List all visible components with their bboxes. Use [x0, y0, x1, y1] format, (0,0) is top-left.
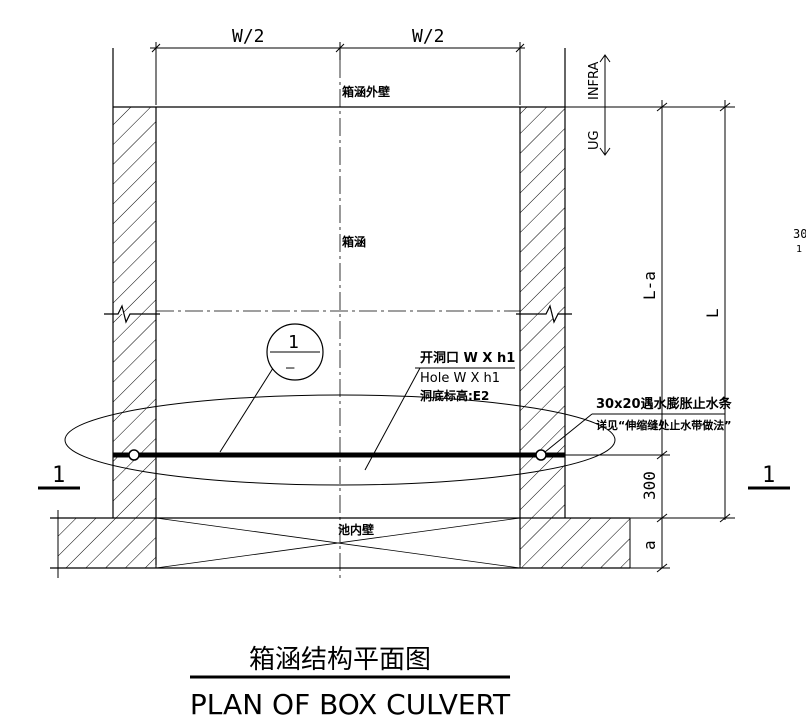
wall-outlines: [112, 48, 566, 565]
right-dimensions: [565, 100, 735, 573]
break-marks: [104, 304, 572, 324]
svg-text:INFRA: INFRA: [587, 61, 602, 100]
section-mark-left: 1: [38, 463, 80, 490]
waterstop-end-left: [128, 449, 140, 461]
label-inner-wall: 池内壁: [338, 522, 374, 537]
waterstop-detail: 详见“伸缩缝处止水带做法”: [596, 418, 731, 432]
title-en: PLAN OF BOX CULVERT: [190, 688, 511, 721]
center-lines: [156, 60, 520, 580]
svg-text:—: —: [286, 360, 295, 376]
detail-callout: 1 —: [219, 323, 324, 453]
svg-text:1: 1: [52, 463, 65, 488]
dim-w2-left: W/2: [232, 26, 265, 47]
dim-L-minus-a: L-a: [640, 271, 659, 300]
dim-cut-partial2: 1: [796, 244, 802, 255]
section-mark-right: 1: [748, 463, 790, 490]
dim-300: 300: [640, 471, 659, 500]
label-culvert: 箱涵: [342, 234, 366, 249]
label-outer-wall: 箱涵外壁: [342, 84, 390, 99]
svg-text:1: 1: [288, 332, 299, 353]
svg-text:1: 1: [762, 463, 775, 488]
top-dimension: [150, 42, 525, 105]
svg-text:UG: UG: [587, 130, 602, 150]
tank-wall: [50, 510, 631, 578]
dim-a: a: [640, 540, 659, 550]
dim-cut-partial: 30: [793, 227, 806, 241]
dim-L: L: [703, 308, 722, 318]
opening-elev: 洞底标高:E2: [420, 388, 489, 403]
detail-ellipse: [64, 394, 616, 486]
waterstop-leader: [544, 413, 725, 453]
opening-leader: [364, 367, 515, 471]
dim-w2-right: W/2: [412, 26, 445, 47]
title-cn: 箱涵结构平面图: [249, 645, 431, 675]
ug-infra-indicator: UG INFRA: [587, 54, 611, 156]
opening-en: Hole W X h1: [420, 371, 500, 386]
opening-cn: 开洞口 W X h1: [420, 351, 515, 366]
waterstop-spec: 30x20遇水膨胀止水条: [596, 396, 733, 412]
waterstop-end-right: [535, 449, 547, 461]
